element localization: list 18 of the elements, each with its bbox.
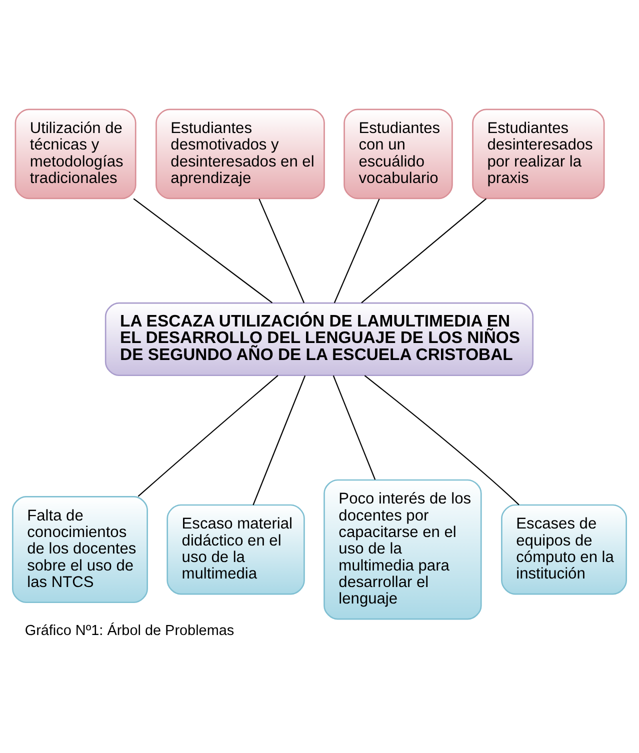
node-box: Estudiantes desmotivados y desinteresados en el aprendizaje bbox=[156, 108, 325, 200]
connector bbox=[364, 375, 520, 506]
connector bbox=[138, 375, 278, 497]
connector bbox=[252, 375, 306, 506]
node-box: Estudiantes con un escuálido vocabulario bbox=[344, 108, 453, 200]
node-box: Falta de conocimientos de los docentes sobre el uso de las NTCS bbox=[12, 496, 148, 604]
connector bbox=[133, 198, 273, 304]
node-box: Utilización de técnicas y metodologías tradicionales bbox=[14, 108, 136, 200]
node-box: Escases de equipos de cómputo en la institución bbox=[501, 504, 627, 595]
connector bbox=[332, 375, 376, 480]
node-box: Poco interés de los docentes por capacitarse en el uso de la multimedia para desarrollar el lenguaje bbox=[324, 479, 482, 620]
node-box: Estudiantes desinteresados por realizar la praxis bbox=[472, 108, 605, 200]
node-box: Escaso material didáctico en el uso de la multimedia bbox=[166, 504, 305, 595]
connector bbox=[334, 198, 380, 304]
connector bbox=[258, 198, 305, 304]
node-box: LA ESCAZA UTILIZACIÓN DE LAMULTIMEDIA EN EL DESARROLLO DEL LENGUAJE DE LOS NIÑOS DE SEGUNDO AÑO DE LA ESCUELA CRISTOBAL bbox=[104, 302, 534, 376]
connector bbox=[361, 198, 487, 304]
caption: Gráfico Nº1: Árbol de Problemas bbox=[24, 623, 234, 640]
